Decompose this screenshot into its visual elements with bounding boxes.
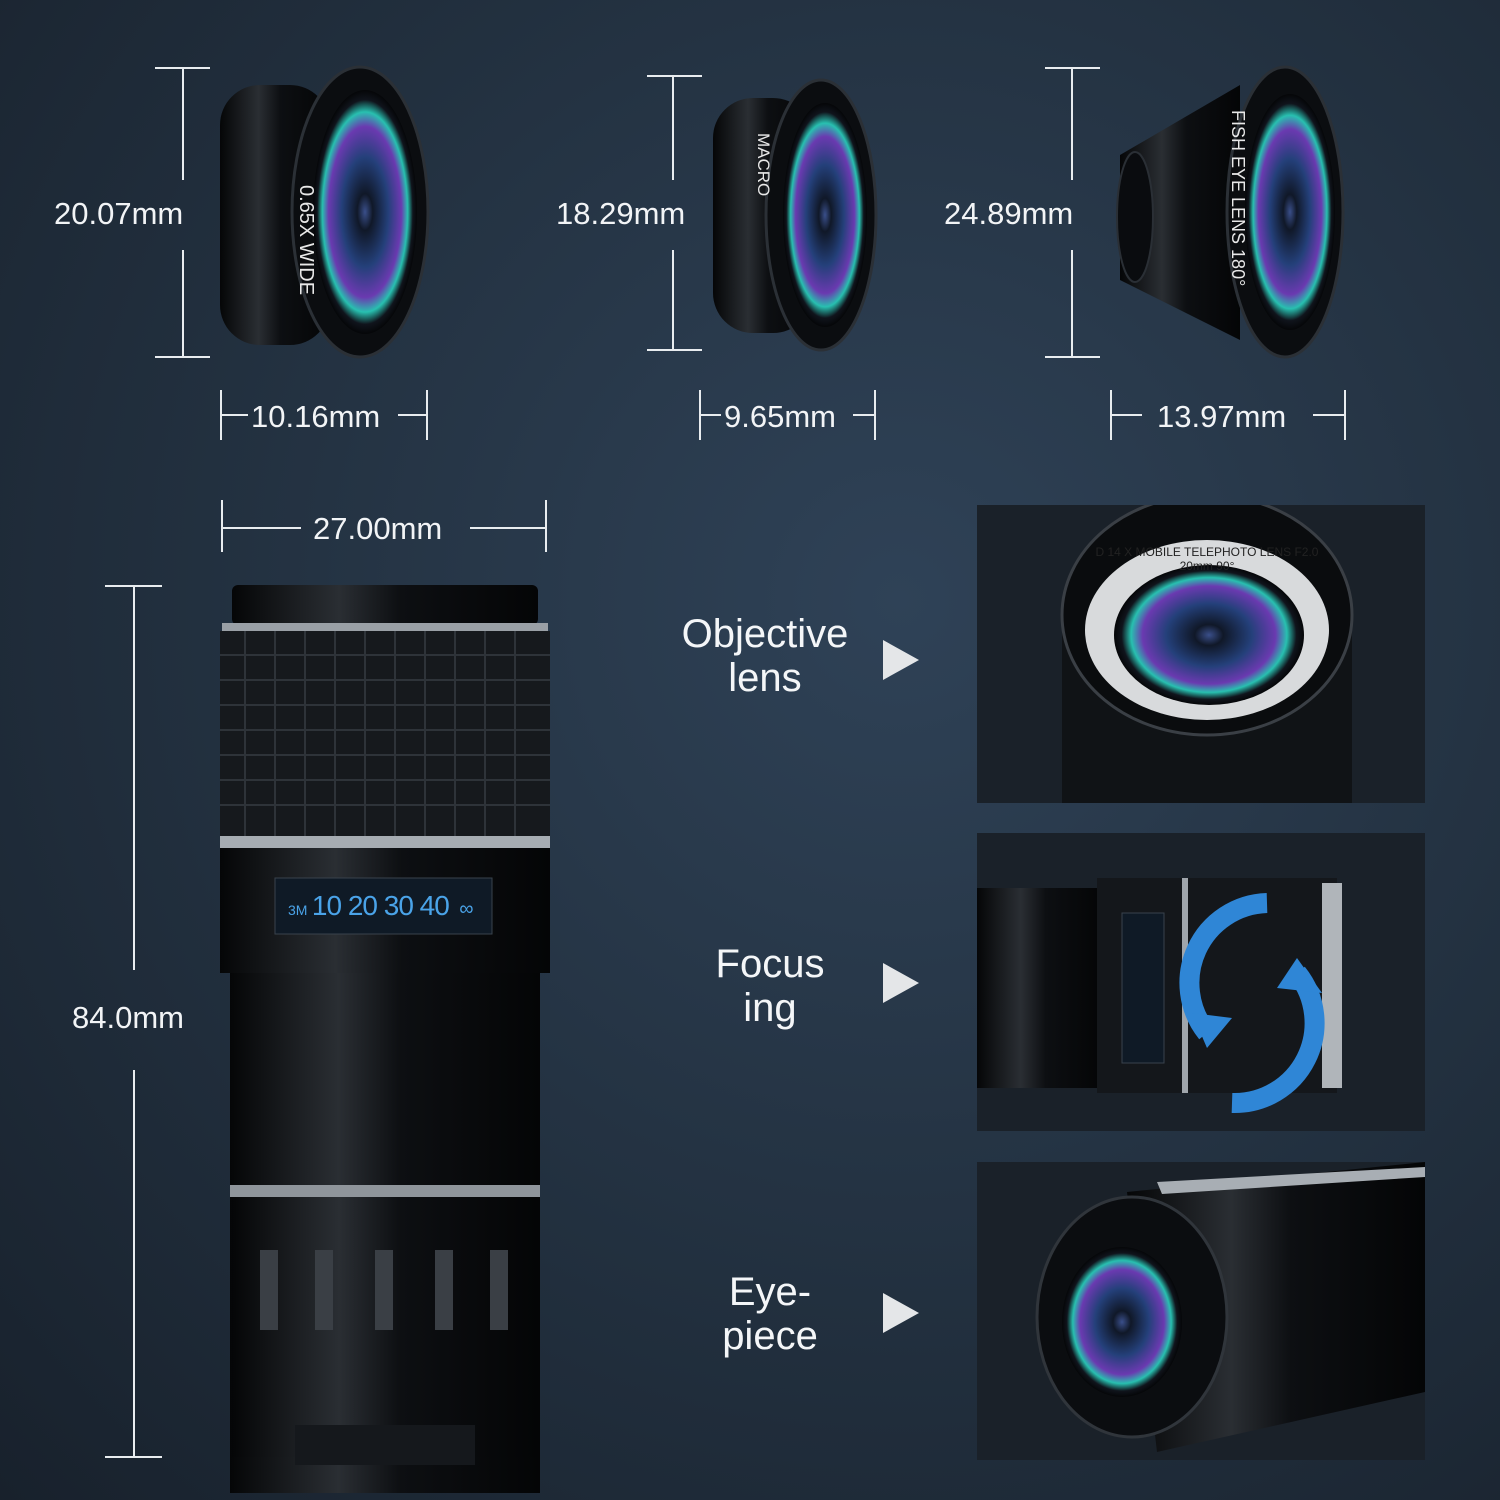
macro-height-label: 18.29mm — [556, 196, 686, 231]
wide-lens-marking: 0.65X WIDE — [295, 185, 317, 295]
play-arrow-icon — [883, 1293, 919, 1333]
focus-scale-infinity: ∞ — [459, 898, 474, 920]
fisheye-lens-marking: FISH EYE LENS 180° — [1228, 110, 1248, 286]
wide-lens-image: 0.65X WIDE — [220, 65, 430, 359]
macro-width-label: 9.65mm — [724, 399, 836, 434]
play-arrow-icon — [883, 640, 919, 680]
objective-lens-image — [1060, 505, 1354, 803]
fisheye-lens-image: FISH EYE LENS 180° — [1116, 65, 1345, 359]
fisheye-width-label: 13.97mm — [1157, 399, 1287, 434]
focusing-photo — [977, 833, 1425, 1131]
focus-scale: 3M 10 20 30 40 ∞ — [288, 890, 474, 922]
wide-height-label: 20.07mm — [54, 196, 184, 231]
focus-scale-prefix: 3M — [288, 902, 308, 918]
feature-label-line: Eye- — [728, 1270, 812, 1314]
feature-label-line: piece — [722, 1314, 818, 1358]
telephoto-body — [220, 585, 550, 1493]
macro-lens-marking: MACRO — [754, 133, 773, 196]
lens-ring-text: D 14 X MOBILE TELEPHOTO LENS F2.0 20mm 9… — [1095, 545, 1319, 573]
focus-scale-marks: 10 20 30 40 — [311, 890, 450, 921]
eyepiece-photo — [977, 1162, 1425, 1460]
feature-label-line: lens — [728, 656, 802, 700]
wide-width-label: 10.16mm — [251, 399, 381, 434]
feature-label-line: Focus — [715, 942, 825, 986]
objective-lens-photo: D 14 X MOBILE TELEPHOTO LENS F2.0 20mm 9… — [977, 505, 1425, 803]
macro-lens-image: MACRO — [713, 78, 878, 352]
telephoto-width-label: 27.00mm — [313, 511, 443, 546]
fisheye-height-label: 24.89mm — [944, 196, 1074, 231]
feature-label-line: Objective — [681, 612, 849, 656]
feature-label-eyepiece: Eye-piece — [650, 1270, 890, 1358]
eyepiece-image — [1035, 1162, 1425, 1452]
telephoto-height-label: 84.0mm — [72, 1000, 184, 1035]
focusing-image — [977, 878, 1342, 1114]
play-arrow-icon — [883, 963, 919, 1003]
feature-label-line: ing — [743, 986, 797, 1030]
